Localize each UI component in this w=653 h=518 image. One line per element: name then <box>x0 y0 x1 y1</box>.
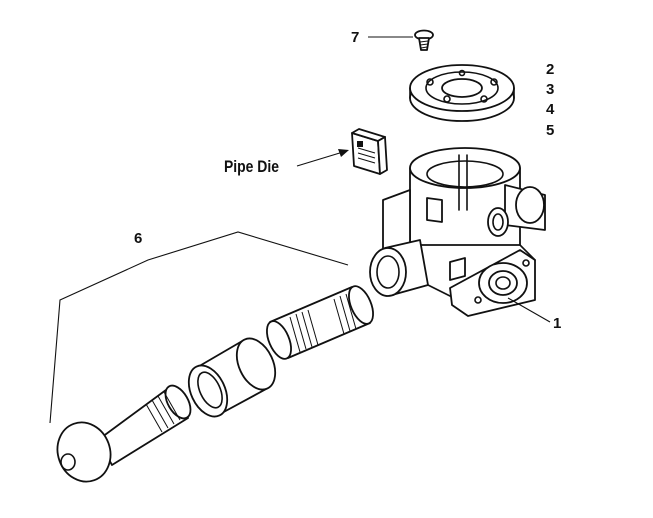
callout-1: 1 <box>553 315 562 332</box>
leader-line-1 <box>507 297 551 323</box>
callout-2: 2 <box>546 61 555 78</box>
bracket-6 <box>49 231 349 424</box>
callout-3: 3 <box>546 81 555 98</box>
callout-7: 7 <box>351 29 360 46</box>
pipe-nipple-part <box>266 285 374 360</box>
pipe-die-label: Pipe Die <box>224 157 280 176</box>
handle-bolt-part <box>56 384 192 483</box>
screw-part <box>414 29 434 51</box>
callout-4: 4 <box>546 101 555 118</box>
callout-5: 5 <box>546 122 555 139</box>
pipe-die-part <box>351 128 388 175</box>
pipe-die-arrow <box>296 149 349 167</box>
bearing-ring-part <box>409 64 515 122</box>
housing-body-part <box>369 147 546 317</box>
callout-6: 6 <box>134 230 143 247</box>
coupling-sleeve-part <box>187 337 277 418</box>
